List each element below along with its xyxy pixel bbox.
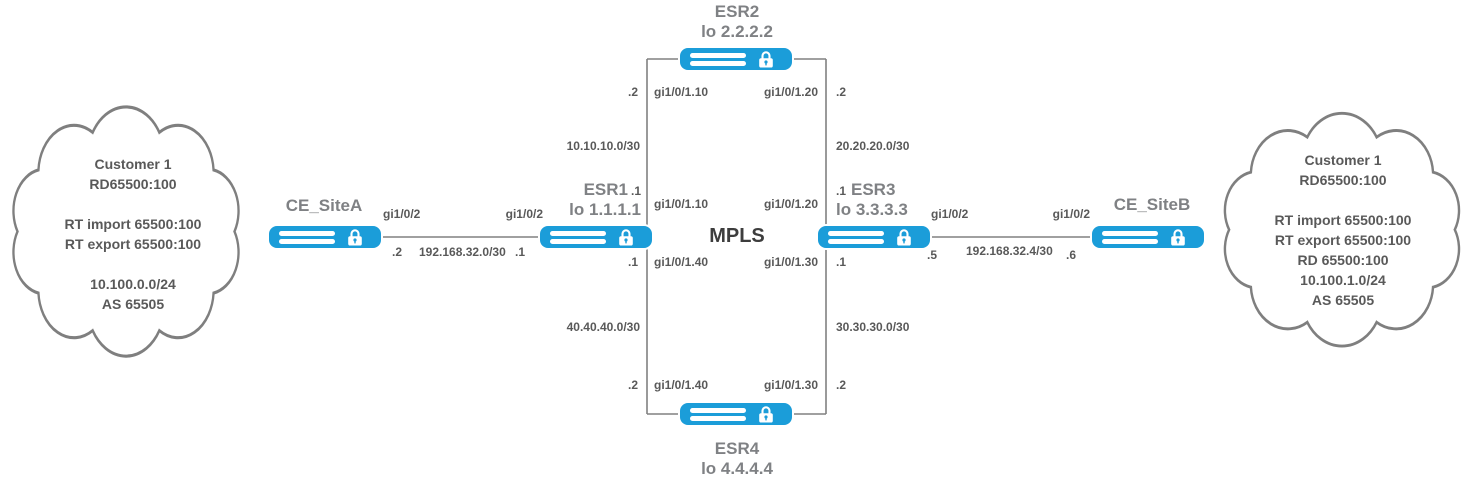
if-label-esr1-gi10110: gi1/0/1.10 [654, 197, 709, 211]
if-label-esr3-gi102: gi1/0/2 [931, 207, 969, 221]
device-loopback-esr1: lo 1.1.1.1 [569, 200, 641, 219]
cloud-line [18, 254, 248, 274]
cloud-line: AS 65505 [101, 296, 165, 312]
router-esr1 [540, 226, 652, 248]
subnet-label-esr3-ceb: 192.168.32.4/30 [966, 244, 1053, 258]
cloud-line [18, 194, 248, 214]
cloud-line: RD65500:100 [89, 176, 177, 192]
cloud-line [1228, 190, 1458, 210]
addr-label-esr3-gi102: .5 [927, 248, 938, 262]
subnet-label-esr3-esr4: 30.30.30.0/30 [836, 320, 910, 334]
addr-label-esr3-top: .1 [836, 184, 847, 198]
if-label-esr1-gi10140: gi1/0/1.40 [654, 255, 709, 269]
cloud-line: RT import 65500:100 [64, 216, 202, 232]
cloud-line: RT export 65500:100 [1274, 232, 1412, 248]
lock-icon [759, 51, 773, 68]
router-ce-siteb [1092, 226, 1204, 248]
cloud-line: RT export 65500:100 [64, 236, 202, 252]
cloud-line: 10.100.0.0/24 [90, 276, 176, 292]
if-label-ceb-gi102: gi1/0/2 [1052, 207, 1090, 221]
if-label-esr3-gi10120: gi1/0/1.20 [763, 197, 818, 211]
cloud-text-customer1-site-a: Customer 1 RD65500:100 RT import 65500:1… [18, 154, 248, 314]
cloud-line: RD65500:100 [1299, 172, 1387, 188]
addr-label-esr2-right: .2 [836, 85, 847, 99]
addr-label-esr4-right: .2 [836, 378, 847, 392]
device-label-esr2: ESR2 [714, 2, 760, 21]
lock-icon [897, 229, 911, 246]
cloud-line: 10.100.1.0/24 [1300, 272, 1386, 288]
router-ports-graphic [690, 52, 746, 66]
router-ports-graphic [279, 230, 335, 244]
cloud-line: RD 65500:100 [1297, 252, 1389, 268]
lock-icon [619, 229, 633, 246]
device-loopback-esr3: lo 3.3.3.3 [836, 200, 908, 219]
router-ports-graphic [550, 230, 606, 244]
addr-label-esr1-top: .1 [631, 184, 642, 198]
mpls-core-label: MPLS [709, 225, 765, 247]
if-label-esr4-gi10140: gi1/0/1.40 [654, 378, 709, 392]
cloud-line: AS 65505 [1311, 292, 1375, 308]
device-label-esr4: ESR4 [714, 439, 760, 458]
router-ports-graphic [1102, 230, 1158, 244]
subnet-label-esr1-esr2: 10.10.10.0/30 [566, 139, 640, 153]
if-label-esr4-gi10130: gi1/0/1.30 [763, 378, 818, 392]
addr-label-esr1-gi102: .1 [515, 245, 526, 259]
device-label-ce-siteb: CE_SiteB [1113, 195, 1191, 214]
addr-label-esr2-left: .2 [627, 85, 638, 99]
router-ports-graphic [690, 407, 746, 421]
if-label-esr2-gi10120: gi1/0/1.20 [763, 85, 818, 99]
router-esr2 [680, 48, 792, 70]
if-label-cea-gi102: gi1/0/2 [383, 207, 421, 221]
addr-label-esr4-left: .2 [627, 378, 638, 392]
addr-label-esr3-bottom: .1 [836, 255, 847, 269]
cloud-text-customer1-site-b: Customer 1 RD65500:100 RT import 65500:1… [1228, 150, 1458, 310]
subnet-label-esr2-esr3: 20.20.20.0/30 [836, 139, 910, 153]
cloud-line: Customer 1 [1304, 152, 1382, 168]
router-ports-graphic [828, 230, 884, 244]
if-label-esr1-gi102: gi1/0/2 [505, 207, 543, 221]
router-esr3 [818, 226, 930, 248]
addr-label-cea: .2 [392, 245, 403, 259]
subnet-label-esr1-esr4: 40.40.40.0/30 [566, 320, 640, 334]
device-label-esr1: ESR1 [583, 180, 628, 199]
device-loopback-esr4: lo 4.4.4.4 [701, 459, 773, 478]
router-esr4 [680, 403, 792, 425]
device-loopback-esr2: lo 2.2.2.2 [701, 22, 773, 41]
if-label-esr3-gi10130: gi1/0/1.30 [763, 255, 818, 269]
addr-label-ceb: .6 [1066, 248, 1077, 262]
addr-label-esr1-bottom: .1 [627, 255, 638, 269]
if-label-esr2-gi10110: gi1/0/1.10 [654, 85, 709, 99]
device-label-esr3: ESR3 [851, 180, 896, 199]
cloud-line: Customer 1 [94, 156, 172, 172]
device-label-ce-sitea: CE_SiteA [285, 196, 363, 215]
cloud-line: RT import 65500:100 [1274, 212, 1412, 228]
lock-icon [759, 406, 773, 423]
router-ce-sitea [269, 226, 381, 248]
subnet-label-cea-esr1: 192.168.32.0/30 [419, 245, 506, 259]
lock-icon [348, 229, 362, 246]
lock-icon [1171, 229, 1185, 246]
